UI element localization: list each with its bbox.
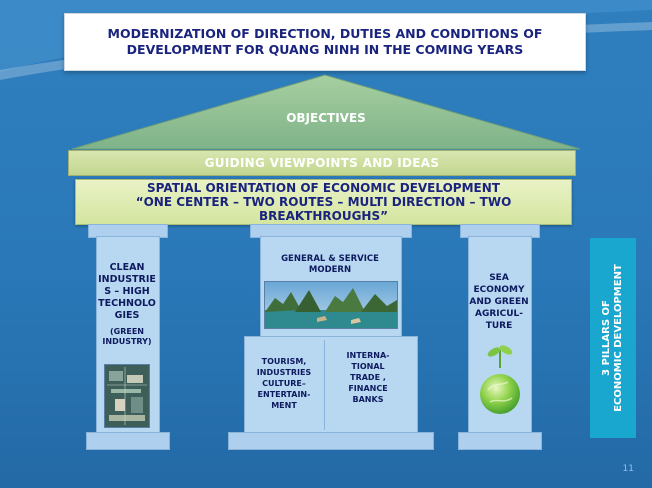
title-box: MODERNIZATION OF DIRECTION, DUTIES AND C… [64,13,586,71]
pillars-side-label: 3 PILLARS OF ECONOMIC DEVELOPMENT [601,264,624,412]
circuit-board-image [104,364,150,428]
guiding-label: GUIDING VIEWPOINTS AND IDEAS [204,156,440,170]
center-pillar-col2-text: INTERNA- TIONAL TRADE , FINANCE BANKS [346,351,390,404]
center-pillar-base [228,432,434,450]
right-pillar-main-text: SEA ECONOMY AND GREEN AGRICUL- TURE [469,273,529,331]
center-pillar-col1-text: TOURISM, INDUSTRIES CULTURE– ENTERTAIN- … [256,357,312,410]
right-pillar-base [458,432,542,450]
objectives-label: OBJECTIVES [286,111,366,125]
left-pillar-base [86,432,170,450]
ha-long-bay-image [264,281,398,329]
spatial-label: SPATIAL ORIENTATION OF ECONOMIC DEVELOPM… [135,181,512,223]
green-globe-image [478,342,522,426]
page-number: 11 [622,464,634,474]
guiding-beam: GUIDING VIEWPOINTS AND IDEAS [68,150,576,176]
spatial-orientation-box: SPATIAL ORIENTATION OF ECONOMIC DEVELOPM… [75,179,572,225]
center-pillar-title: GENERAL & SERVICE MODERN [281,254,379,275]
left-pillar-sub-text: (GREEN INDUSTRY) [102,327,152,346]
left-pillar-main-text: CLEAN INDUSTRIE S – HIGH TECHNOLO GIES [98,262,156,321]
pillars-side-box [590,238,636,438]
center-pillar-divider [324,340,325,430]
slide-title: MODERNIZATION OF DIRECTION, DUTIES AND C… [107,26,543,57]
center-pillar-lower [244,336,418,434]
